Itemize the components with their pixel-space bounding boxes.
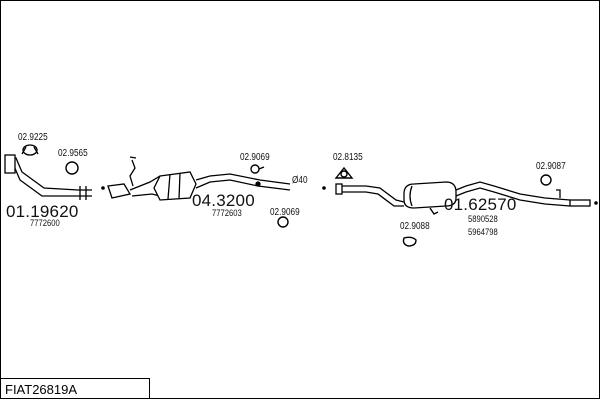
rear-silencer-oem-number: 5890528 <box>468 214 498 224</box>
pipe-joint-dot <box>101 186 105 190</box>
hanger-02-9069-bottom-drawing <box>277 216 289 228</box>
catalyst-oem-number: 7772603 <box>212 208 242 218</box>
pipe-joint-dot <box>322 186 326 190</box>
hanger-02-9069-top-label: 02.9069 <box>240 152 270 163</box>
rear-silencer-oem-number: 5964798 <box>468 227 498 237</box>
front-pipe-part-number: 01.19620 <box>6 202 79 221</box>
catalyst-drawing <box>107 156 291 201</box>
gasket-02-9225-drawing <box>21 144 39 156</box>
catalyst-part-number: 04.3200 <box>192 191 255 210</box>
hanger-02-9069-top-drawing <box>250 164 265 174</box>
rear-silencer-part-number: 01.62570 <box>444 195 517 214</box>
clamp-02-9565-drawing <box>65 161 79 175</box>
hanger-02-9087-drawing <box>540 174 552 186</box>
hanger-02-8135-drawing <box>334 166 354 179</box>
hanger-02-9069-bottom-label: 02.9069 <box>270 207 300 218</box>
rear-silencer-drawing <box>335 181 591 209</box>
front-pipe-oem-number: 7772600 <box>30 218 60 228</box>
hanger-02-9088-drawing <box>402 207 439 247</box>
pipe-joint-dot <box>594 201 598 205</box>
front-pipe-drawing <box>4 154 92 200</box>
diagram-code: FIAT26819A <box>5 382 78 397</box>
hanger-02-8135-label: 02.8135 <box>333 152 363 163</box>
pipe-diameter-label: Ø40 <box>292 175 308 186</box>
diagram-code-box: FIAT26819A <box>0 378 150 399</box>
clamp-02-9565-label: 02.9565 <box>58 148 88 159</box>
gasket-02-9225-label: 02.9225 <box>18 132 48 143</box>
hanger-02-9088-label: 02.9088 <box>400 221 430 232</box>
hanger-02-9087-label: 02.9087 <box>536 161 566 172</box>
